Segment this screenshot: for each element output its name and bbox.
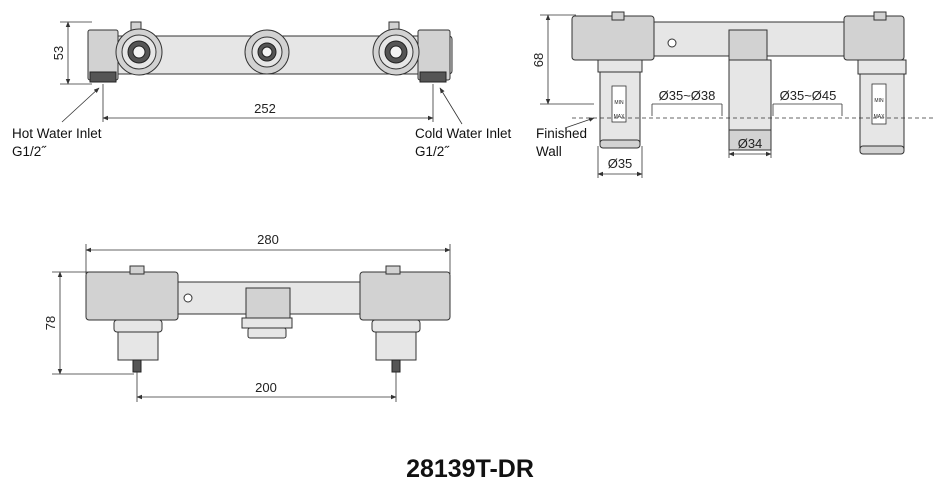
front-dim-width: 280: [257, 232, 279, 247]
model-number: 28139T-DR: [406, 455, 534, 483]
hot-inlet-size: G1/2˝: [12, 144, 47, 159]
top-dim-height: 53: [51, 46, 66, 60]
front-right-block: [359, 271, 451, 321]
side-dim-height: 68: [531, 53, 546, 67]
side-dim-range-right: Ø35~Ø45: [780, 88, 837, 103]
top-view: 53 252 Hot Water Inlet G1/2˝ Cold Water …: [12, 21, 512, 159]
front-dim-height: 78: [43, 316, 58, 330]
top-dim-width: 252: [254, 101, 276, 116]
front-dim-centers: 200: [255, 380, 277, 395]
center-outlet-top: [244, 29, 290, 75]
side-view: MIN MAX MIN MAX 68 Ø35~Ø38 Ø35~Ø45: [531, 11, 935, 178]
left-marker-min: MIN: [614, 100, 624, 106]
cold-inlet-size: G1/2˝: [415, 144, 450, 159]
hot-inlet-label: Hot Water Inlet: [12, 126, 102, 141]
hot-valve-top: [115, 28, 163, 76]
finished-wall-label-2: Wall: [536, 144, 562, 159]
side-dim-valve: Ø35: [608, 156, 633, 171]
right-marker-max: MAX: [874, 114, 886, 120]
cold-valve-top: [372, 28, 420, 76]
left-marker-max: MAX: [614, 114, 626, 120]
side-right-block: [843, 15, 905, 61]
side-dim-range-left: Ø35~Ø38: [659, 88, 716, 103]
front-view: 280 78 200: [43, 232, 451, 402]
side-dim-pipe: Ø34: [738, 136, 763, 151]
right-marker-min: MIN: [874, 98, 884, 104]
side-left-block: [571, 15, 655, 61]
front-left-block: [85, 271, 179, 321]
finished-wall-label-1: Finished: [536, 126, 587, 141]
cold-inlet-label: Cold Water Inlet: [415, 126, 512, 141]
